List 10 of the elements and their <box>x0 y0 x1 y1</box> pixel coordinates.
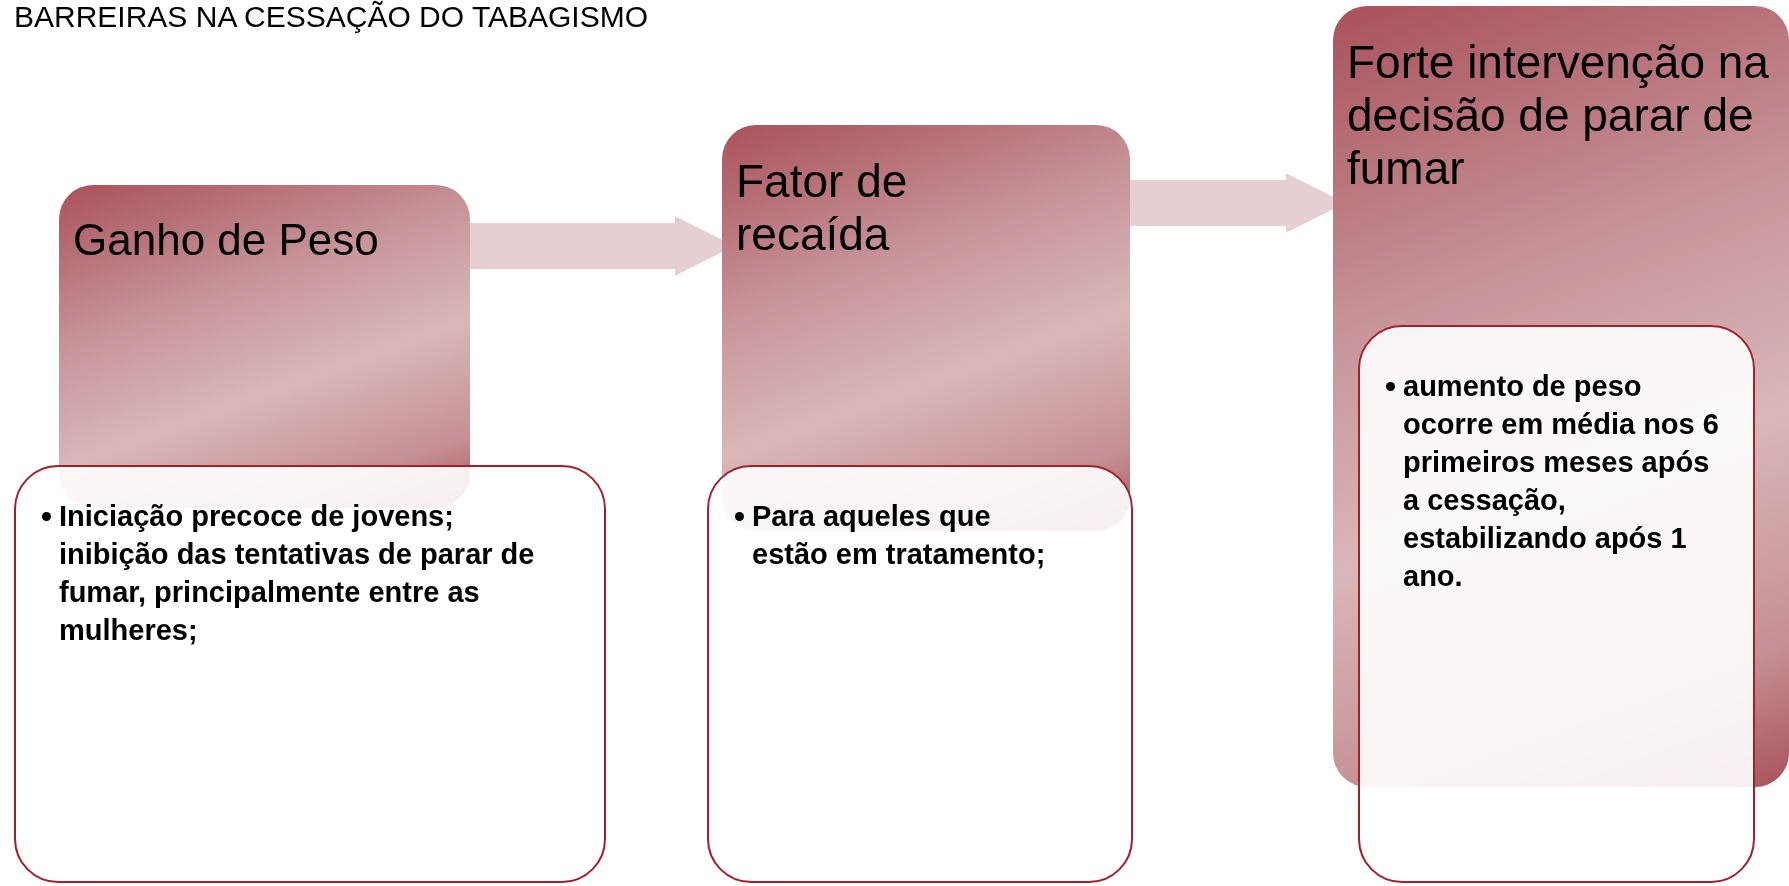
bullet-text: Iniciação precoce de jovens; inibição das tentativas de parar de fumar, principalmente entre as mulheres; <box>59 499 536 648</box>
box-heading: Fator de recaída <box>736 155 908 260</box>
text-card <box>1358 325 1755 883</box>
bullet-text: Para aqueles que estão em tratamento; <box>752 499 1047 572</box>
text-card <box>707 465 1133 883</box>
bullet-text: aumento de peso ocorre em média nos 6 primeiros meses após a cessação, estabilizando após 1 ano. <box>1403 369 1720 594</box>
box-heading: Ganho de Peso <box>73 215 379 264</box>
text-card <box>14 465 606 883</box>
box-heading: Forte intervenção na decisão de parar de fumar <box>1347 36 1769 194</box>
title: BARREIRAS NA CESSAÇÃO DO TABAGISMO <box>14 0 649 34</box>
